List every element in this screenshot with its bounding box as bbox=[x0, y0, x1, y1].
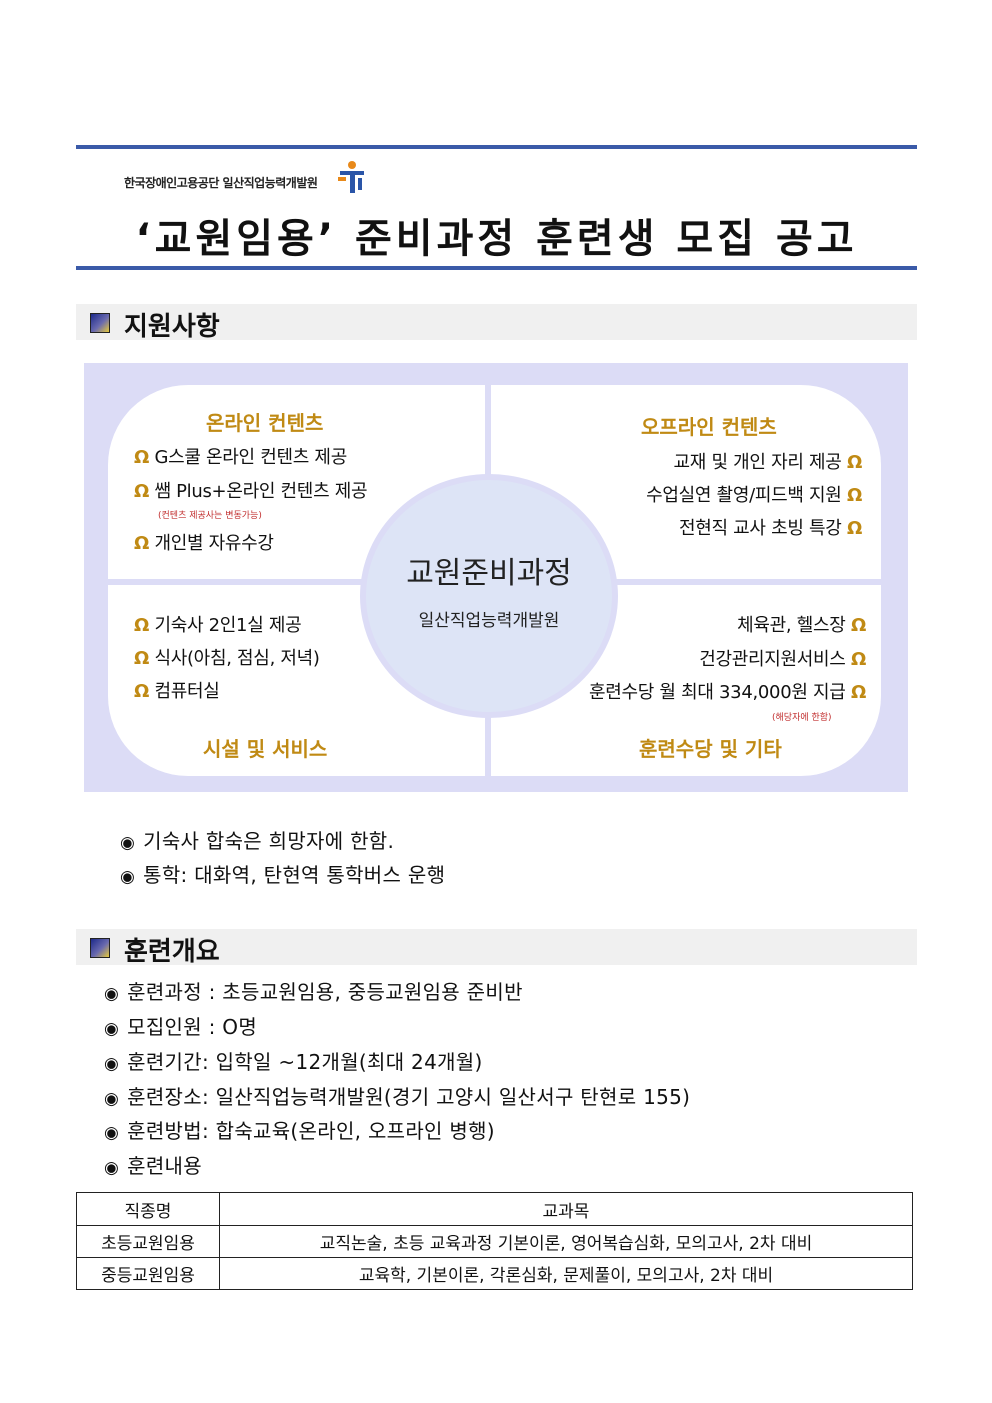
online-note: (컨텐츠 제공사는 변동가능) bbox=[158, 511, 262, 521]
facility-item: Ω 기숙사 2인1실 제공 bbox=[134, 615, 302, 636]
offline-item: 교재 및 개인 자리 제공 Ω bbox=[673, 452, 863, 473]
table-cell: 교육학, 기본이론, 각론심화, 문제풀이, 모의고사, 2차 대비 bbox=[219, 1257, 913, 1290]
table-row: 초등교원임용 교직논술, 초등 교육과정 기본이론, 영어복습심화, 모의고사,… bbox=[76, 1225, 913, 1258]
section-title: 훈련개요 bbox=[124, 937, 220, 967]
overview-item: ◉훈련방법: 합숙교육(온라인, 오프라인 병행) bbox=[104, 1119, 495, 1143]
table-cell: 초등교원임용 bbox=[76, 1225, 220, 1258]
allowance-item: 체육관, 헬스장 Ω bbox=[737, 615, 866, 636]
overview-item: ◉훈련장소: 일산직업능력개발원(경기 고양시 일산서구 탄현로 155) bbox=[104, 1085, 691, 1109]
org-name: 한국장애인고용공단 일산직업능력개발원 bbox=[124, 176, 318, 190]
section-title: 지원사항 bbox=[124, 312, 220, 342]
hub-subtitle: 일산직업능력개발원 bbox=[418, 611, 560, 631]
support-note: ◉기숙사 합숙은 희망자에 한함. bbox=[120, 829, 395, 853]
title-underline bbox=[76, 266, 917, 270]
center-hub: 교원준비과정 일산직업능력개발원 bbox=[360, 474, 618, 718]
online-item: Ω G스쿨 온라인 컨텐츠 제공 bbox=[134, 447, 347, 468]
section-square-icon bbox=[90, 938, 110, 958]
offline-title: 오프라인 컨텐츠 bbox=[641, 415, 777, 439]
hub-title: 교원준비과정 bbox=[406, 556, 572, 591]
facility-item: Ω 컴퓨터실 bbox=[134, 681, 220, 702]
table-cell: 중등교원임용 bbox=[76, 1257, 220, 1290]
online-item: Ω 개인별 자유수강 bbox=[134, 533, 274, 554]
overview-item: ◉훈련과정 : 초등교원임용, 중등교원임용 준비반 bbox=[104, 980, 523, 1004]
facility-item: Ω 식사(아침, 점심, 저녁) bbox=[134, 648, 320, 669]
section-header-support: 지원사항 bbox=[76, 304, 917, 342]
table-row: 중등교원임용 교육학, 기본이론, 각론심화, 문제풀이, 모의고사, 2차 대… bbox=[76, 1257, 913, 1290]
allowance-item: 훈련수당 월 최대 334,000원 지급 Ω bbox=[588, 682, 866, 703]
table-header: 직종명 bbox=[76, 1192, 220, 1226]
allowance-item: 건강관리지원서비스 Ω bbox=[699, 649, 866, 670]
allowance-title: 훈련수당 및 기타 bbox=[639, 737, 782, 761]
org-logo-icon bbox=[338, 161, 364, 193]
section-header-overview: 훈련개요 bbox=[76, 929, 917, 967]
overview-item: ◉모집인원 : O명 bbox=[104, 1015, 258, 1039]
table-header-row: 직종명 교과목 bbox=[76, 1192, 913, 1226]
allowance-note: (해당자에 한함) bbox=[772, 713, 832, 723]
support-note: ◉통학: 대화역, 탄현역 통학버스 운행 bbox=[120, 863, 446, 887]
page-title: ‘교원임용’ 준비과정 훈련생 모집 공고 bbox=[135, 216, 858, 262]
facility-title: 시설 및 서비스 bbox=[203, 737, 328, 761]
online-item: Ω 쌤 Plus+온라인 컨텐츠 제공 bbox=[134, 481, 368, 502]
top-rule bbox=[76, 145, 917, 149]
overview-item: ◉훈련내용 bbox=[104, 1154, 202, 1178]
table-cell: 교직논술, 초등 교육과정 기본이론, 영어복습심화, 모의고사, 2차 대비 bbox=[219, 1225, 913, 1258]
section-square-icon bbox=[90, 313, 110, 333]
table-header: 교과목 bbox=[219, 1192, 913, 1226]
overview-item: ◉훈련기간: 입학일 ~12개월(최대 24개월) bbox=[104, 1050, 483, 1074]
offline-item: 수업실연 촬영/피드백 지원 Ω bbox=[646, 485, 862, 506]
support-diagram: 온라인 컨텐츠 Ω G스쿨 온라인 컨텐츠 제공 Ω 쌤 Plus+온라인 컨텐… bbox=[84, 363, 908, 792]
offline-item: 전현직 교사 초빙 특강 Ω bbox=[678, 518, 862, 539]
online-title: 온라인 컨텐츠 bbox=[206, 411, 324, 435]
curriculum-table: 직종명 교과목 초등교원임용 교직논술, 초등 교육과정 기본이론, 영어복습심… bbox=[76, 1192, 913, 1290]
